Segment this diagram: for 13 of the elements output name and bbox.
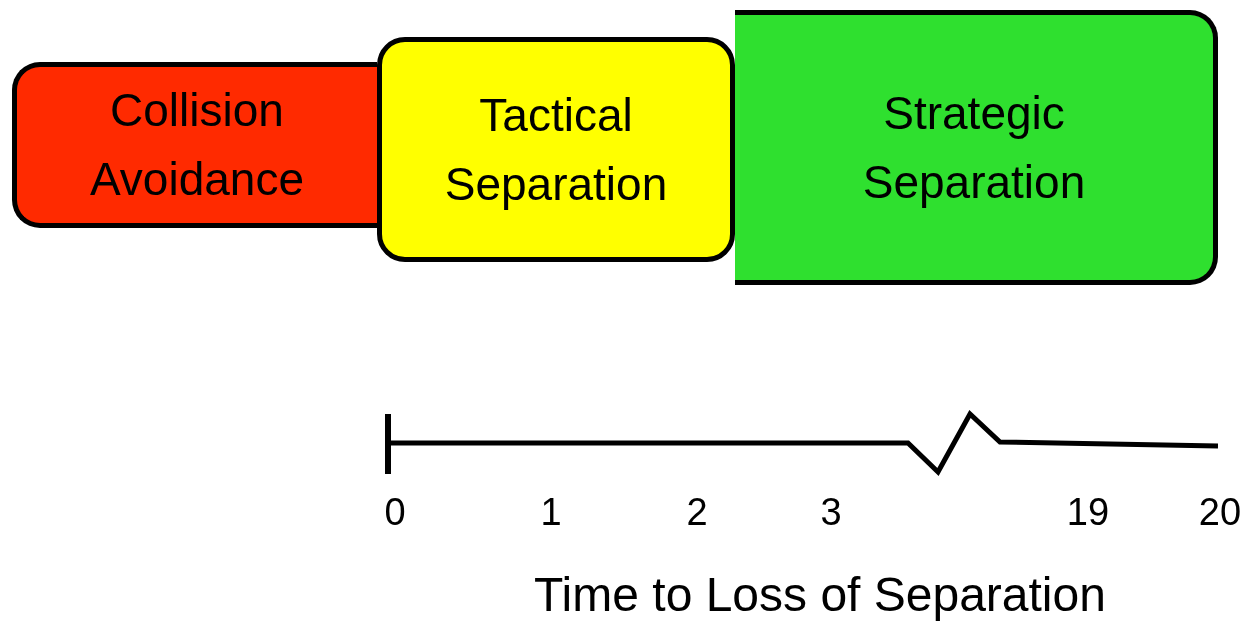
tick-label: 19 <box>1066 489 1110 535</box>
tick-label: 2 <box>686 489 708 535</box>
rounded-box <box>12 62 377 228</box>
tick-label: 3 <box>820 489 842 535</box>
tick-label: 0 <box>384 489 406 535</box>
axis-title: Time to Loss of Separation <box>534 567 1106 623</box>
rounded-box <box>735 10 1218 285</box>
tick-label: 20 <box>1198 489 1242 535</box>
box-label: Collision Avoidance <box>89 83 305 207</box>
tick-label: 1 <box>540 489 562 535</box>
box-label: Strategic Separation <box>861 85 1087 210</box>
box-label: Tactical Separation <box>443 87 669 212</box>
rounded-box <box>377 37 735 262</box>
